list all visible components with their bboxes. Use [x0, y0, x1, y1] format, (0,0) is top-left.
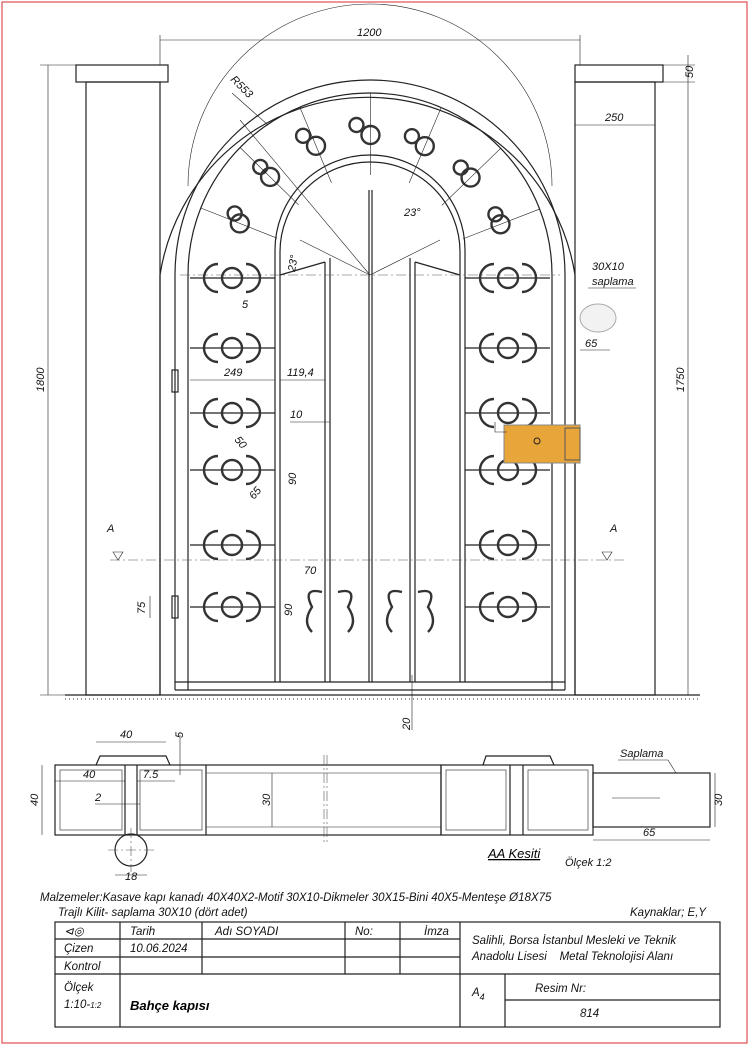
tb-school-1: Salihli, Borsa İstanbul Mesleki ve Tekni… — [472, 935, 677, 947]
title-block-grid — [54, 921, 721, 1028]
heart-scroll — [385, 589, 435, 633]
scroll-motif — [478, 262, 538, 294]
tb-paper-size: A4 — [471, 987, 485, 1002]
dim-motif-50: 50 — [232, 434, 250, 452]
sec-dim-30-mid: 30 — [261, 793, 273, 806]
hinge-top — [171, 369, 179, 393]
tb-name-label: Adı SOYADI — [214, 926, 279, 938]
dimension-lines — [40, 35, 695, 730]
dim-radius: R553 — [228, 74, 256, 102]
lock[interactable] — [494, 422, 581, 464]
section-marker-right: A — [609, 523, 617, 535]
scroll-motif — [478, 591, 538, 623]
scroll-motif — [478, 332, 538, 364]
tb-drawn-label: Çizen — [64, 943, 93, 955]
materials-note-2: Trajlı Kilit- saplama 30X10 (dört adet) — [58, 907, 248, 919]
dim-hinge-75: 75 — [136, 601, 148, 614]
projection-symbol-icon: ⊲◎ — [64, 926, 85, 938]
dim-motif-90: 90 — [287, 472, 299, 485]
arch-motif — [239, 147, 299, 206]
heart-scroll — [305, 589, 355, 633]
saplama-detail — [579, 303, 617, 333]
section-marker-left: A — [106, 523, 114, 535]
dim-cap-height: 50 — [684, 65, 696, 78]
arch-motif — [294, 106, 332, 183]
arch-motif — [441, 148, 501, 206]
dim-overall-width: 1200 — [357, 27, 382, 39]
hinge-bottom — [171, 595, 179, 619]
tb-date-label: Tarih — [130, 926, 155, 938]
scroll-motif — [478, 529, 538, 561]
saplama-sublabel: saplama — [592, 276, 634, 288]
dim-scroll-90: 90 — [283, 603, 295, 616]
dim-gap-width: 119,4 — [287, 367, 314, 379]
dim-motif-65: 65 — [247, 484, 265, 502]
arch-motif — [348, 92, 381, 176]
scroll-motif — [202, 454, 262, 486]
sec-dim-65: 65 — [643, 827, 656, 839]
sec-dim-40-top: 40 — [120, 729, 133, 741]
dim-bar-gap: 10 — [290, 409, 303, 421]
tb-school-2: Anadolu Lisesi Metal Teknolojisi Alanı — [471, 951, 673, 963]
scroll-motif — [202, 529, 262, 561]
left-pillar — [75, 64, 169, 696]
dim-pillar-width: 250 — [604, 112, 624, 124]
section-scale: Ölçek 1:2 — [565, 857, 611, 869]
tb-drawing-title: Bahçe kapısı — [130, 998, 210, 1013]
dim-angle-top: 23° — [403, 207, 421, 219]
arch-motif — [403, 107, 442, 184]
materials-note: Malzemeler:Kasave kapı kanadı 40X40X2-Mo… — [40, 892, 552, 904]
dim-scroll-70: 70 — [304, 565, 317, 577]
arch-motif — [463, 206, 540, 240]
keyhole-icon — [533, 437, 541, 445]
sec-dim-40-inner: 40 — [83, 769, 96, 781]
scroll-motif — [202, 262, 262, 294]
tb-scale-value: 1:10-1:2 — [64, 999, 102, 1011]
sec-dim-7-5: 7.5 — [143, 769, 159, 781]
right-pillar — [574, 64, 664, 696]
sec-saplama-label: Saplama — [620, 748, 663, 760]
sec-dim-2: 2 — [94, 792, 101, 804]
tb-no-label: No: — [355, 926, 373, 938]
sources-note: Kaynaklar; E,Y — [630, 907, 707, 919]
tb-sign-label: İmza — [424, 926, 449, 938]
dim-height-left: 1800 — [35, 367, 47, 392]
dim-height-right: 1750 — [675, 367, 687, 392]
dim-saplama-65: 65 — [585, 338, 598, 350]
tb-check-label: Kontrol — [64, 961, 101, 973]
sec-dim-5: 5 — [174, 731, 186, 738]
tb-drawn-date: 10.06.2024 — [130, 943, 188, 955]
tb-drawing-no: 814 — [580, 1008, 599, 1020]
dim-angle-side: 23° — [286, 253, 301, 273]
dim-leaf-width: 249 — [223, 367, 242, 379]
ornament-motifs — [200, 92, 540, 633]
scroll-motif — [202, 397, 262, 429]
section-title: AA Kesiti — [487, 846, 541, 861]
dim-ground-20: 20 — [401, 717, 413, 731]
section-aa — [41, 735, 716, 876]
saplama-label: 30X10 — [592, 261, 625, 273]
gate-frame — [159, 3, 576, 695]
tb-drawing-no-label: Resim Nr: — [535, 983, 586, 995]
sec-dim-40-side: 40 — [29, 793, 41, 806]
scroll-motif — [202, 591, 262, 623]
arch-motif — [200, 205, 278, 239]
scroll-motif — [202, 332, 262, 364]
tb-scale-label: Ölçek — [64, 982, 95, 994]
sec-dim-30-right: 30 — [713, 793, 725, 806]
dim-motif-5: 5 — [242, 299, 249, 311]
sec-dim-18: 18 — [125, 871, 138, 883]
